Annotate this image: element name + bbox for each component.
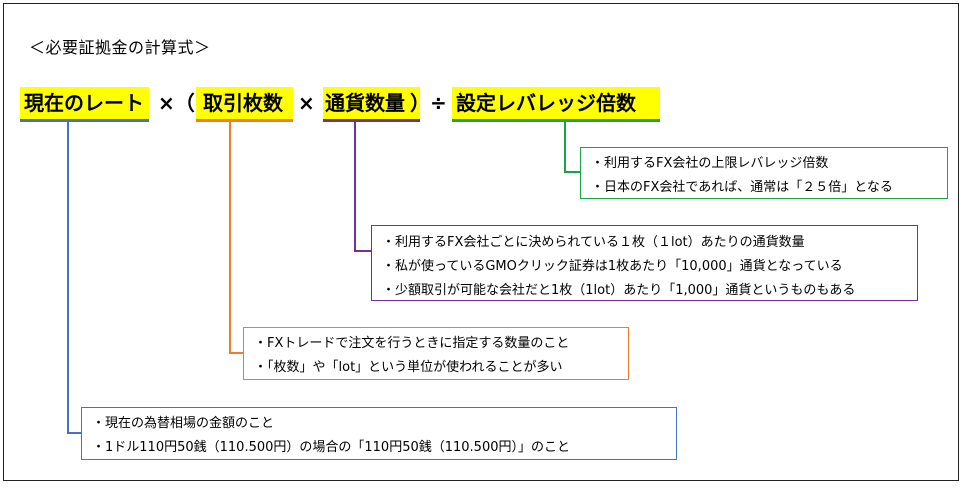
rate-description-box: ・現在の為替相場の金額のこと ・1ドル110円50銭（110.500円）の場合の… bbox=[81, 407, 677, 460]
connector-rate-vertical bbox=[67, 121, 69, 433]
underline-rate bbox=[20, 119, 149, 122]
currency-description-line: ・少額取引が可能な会社だと1枚（1lot）あたり「1,000」通貨というものもあ… bbox=[382, 283, 856, 298]
lots-description-line: ・「枚数」や「lot」という単位が使われることが多い bbox=[254, 360, 563, 375]
highlight-currency bbox=[323, 87, 420, 119]
connector-rate-horizontal bbox=[67, 432, 81, 434]
connector-leverage-horizontal bbox=[564, 171, 580, 173]
currency-description-line: ・私が使っているGMOクリック証券は1枚あたり「10,000」通貨となっている bbox=[382, 259, 843, 274]
term-lots: 取引枚数 bbox=[203, 91, 283, 115]
highlight-lots bbox=[196, 87, 293, 119]
diagram-frame bbox=[3, 3, 959, 481]
currency-description-box: ・利用するFX会社ごとに決められている１枚（１lot）あたりの通貨数量 ・私が使… bbox=[371, 225, 918, 301]
leverage-description-line: ・日本のFX会社であれば、通常は「２５倍」となる bbox=[591, 180, 893, 195]
operator-close-divide: ）÷ bbox=[410, 91, 447, 115]
operator-multiply-open: ×（ bbox=[158, 91, 195, 115]
currency-description-line: ・利用するFX会社ごとに決められている１枚（１lot）あたりの通貨数量 bbox=[382, 235, 805, 250]
leverage-description-line: ・利用するFX会社の上限レバレッジ倍数 bbox=[591, 156, 829, 171]
term-leverage: 設定レバレッジ倍数 bbox=[456, 91, 636, 115]
term-currency: 通貨数量 bbox=[325, 91, 405, 115]
lots-description-line: ・FXトレードで注文を行うときに指定する数量のこと bbox=[254, 336, 570, 351]
connector-lots-vertical bbox=[229, 121, 231, 353]
operator-multiply: × bbox=[298, 91, 315, 115]
leverage-description-box: ・利用するFX会社の上限レバレッジ倍数 ・日本のFX会社であれば、通常は「２５倍… bbox=[580, 147, 948, 199]
underline-leverage bbox=[452, 119, 660, 122]
term-rate: 現在のレート bbox=[24, 91, 144, 115]
rate-description-line: ・1ドル110円50銭（110.500円）の場合の「110円50銭（110.50… bbox=[92, 440, 570, 455]
underline-currency bbox=[323, 119, 420, 122]
rate-description-line: ・現在の為替相場の金額のこと bbox=[92, 416, 275, 431]
diagram-title: ＜必要証拠金の計算式＞ bbox=[29, 38, 211, 57]
connector-leverage-vertical bbox=[564, 121, 566, 172]
highlight-rate bbox=[20, 87, 149, 119]
underline-lots bbox=[196, 119, 293, 122]
connector-lots-horizontal bbox=[229, 352, 243, 354]
highlight-leverage bbox=[452, 87, 660, 119]
connector-currency-vertical bbox=[354, 121, 356, 251]
connector-currency-horizontal bbox=[354, 250, 371, 252]
lots-description-box: ・FXトレードで注文を行うときに指定する数量のこと ・「枚数」や「lot」という… bbox=[243, 327, 629, 380]
